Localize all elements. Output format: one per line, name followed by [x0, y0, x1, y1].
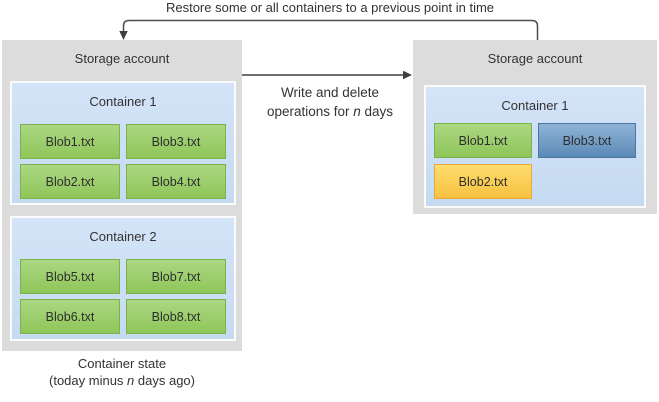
blob: Blob3.txt: [538, 123, 636, 158]
restore-flow-label: Restore some or all containers to a prev…: [165, 0, 495, 15]
caption-line1: Container state: [77, 356, 167, 371]
blob: Blob1.txt: [434, 123, 532, 158]
container-title: Container 2: [89, 229, 157, 244]
container-1-current: Container 1 Blob1.txt Blob3.txt Blob2.tx…: [424, 85, 646, 208]
blob-grid: Blob1.txt Blob3.txt Blob2.txt: [434, 123, 636, 199]
blob: Blob1.txt: [20, 124, 120, 159]
write-delete-arrow: [242, 70, 412, 80]
write-delete-line1: Write and delete: [280, 85, 380, 100]
blob: Blob5.txt: [20, 259, 120, 294]
write-delete-line2: operations for n days: [266, 104, 394, 119]
n-days-variable: n: [353, 104, 361, 119]
blob: Blob7.txt: [126, 259, 226, 294]
n-days-variable: n: [127, 373, 135, 388]
write-delete-flow-label: Write and delete operations for n days: [240, 83, 420, 121]
caption-line2: (today minus n days ago): [49, 373, 195, 388]
blob-grid: Blob1.txt Blob3.txt Blob2.txt Blob4.txt: [20, 124, 226, 199]
container-title: Container 1: [89, 94, 157, 109]
container-state-caption: Container state (today minus n days ago): [2, 355, 242, 389]
container-title: Container 1: [501, 98, 569, 113]
restore-arrow: [119, 19, 539, 40]
storage-account-title: Storage account: [487, 51, 583, 66]
container-2-previous: Container 2 Blob5.txt Blob7.txt Blob6.tx…: [10, 216, 236, 341]
blob: Blob3.txt: [126, 124, 226, 159]
blob: Blob8.txt: [126, 299, 226, 334]
storage-account-current: Storage account Container 1 Blob1.txt Bl…: [413, 40, 657, 214]
blob: Blob2.txt: [434, 164, 532, 199]
blob: Blob4.txt: [126, 164, 226, 199]
restore-arrowhead-icon: [119, 31, 128, 40]
blob: Blob6.txt: [20, 299, 120, 334]
storage-account-previous: Storage account Container 1 Blob1.txt Bl…: [2, 40, 242, 351]
storage-account-title: Storage account: [74, 51, 170, 66]
write-delete-arrowhead-icon: [403, 70, 412, 80]
container-1-previous: Container 1 Blob1.txt Blob3.txt Blob2.tx…: [10, 81, 236, 205]
blob-grid: Blob5.txt Blob7.txt Blob6.txt Blob8.txt: [20, 259, 226, 334]
blob: Blob2.txt: [20, 164, 120, 199]
